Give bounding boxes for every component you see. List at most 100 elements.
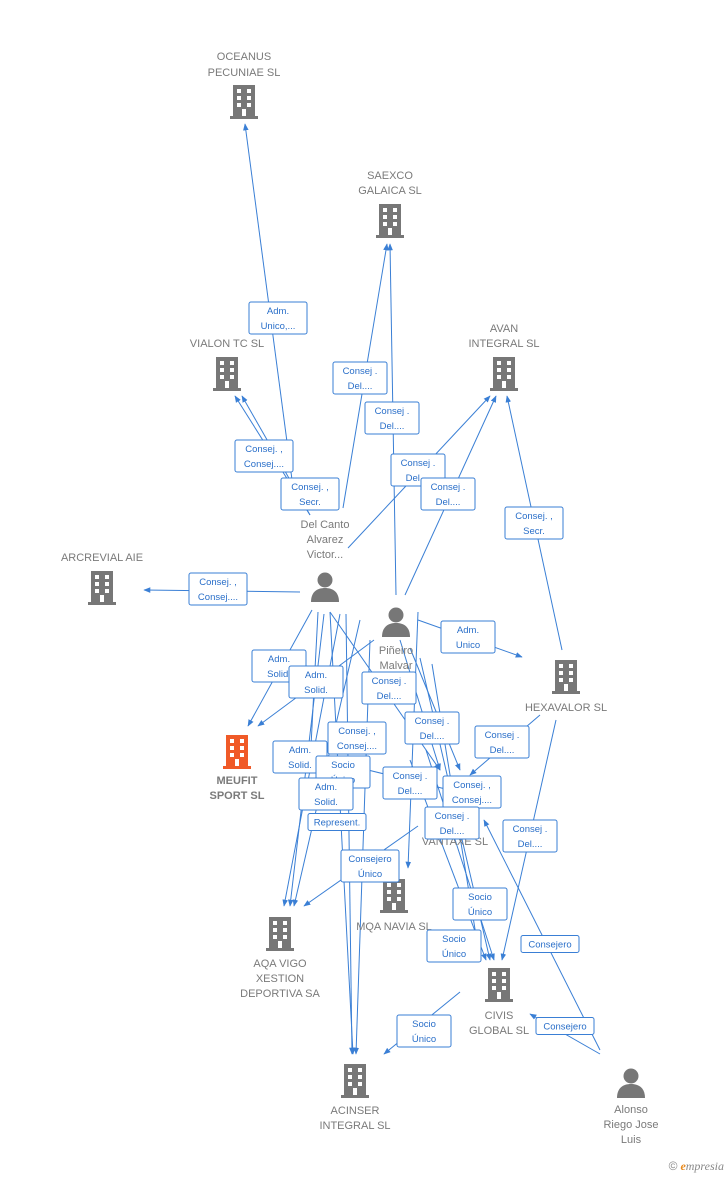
edge-label-box[interactable]: Consej .Del.... — [502, 819, 558, 853]
edge-label-box[interactable]: Adm.Solid. — [298, 777, 354, 811]
edge-label-box[interactable]: Consej .Del.... — [424, 806, 480, 840]
node-label: HEXAVALOR SL — [525, 702, 607, 714]
node-hexavalor[interactable]: HEXAVALOR SL — [525, 660, 607, 714]
edge-13 — [409, 647, 461, 771]
edge-label-text: Consej . — [393, 771, 428, 782]
edge-label-text: Adm. — [267, 306, 289, 317]
edge-label-box[interactable]: Consej .Del.... — [364, 401, 420, 435]
node-label: Alonso — [614, 1104, 648, 1116]
edge-label-box[interactable]: Consej . Del.... — [382, 766, 438, 800]
edge-label-box[interactable]: Consej .Del.... — [404, 711, 460, 745]
node-label: Piñeiro — [379, 645, 413, 657]
edge-label-text: Secr. — [523, 526, 545, 537]
edge-label-text: Consej. , — [515, 511, 553, 522]
node-label: VIALON TC SL — [190, 338, 264, 350]
edge-label-box[interactable]: Consej .Del.... — [361, 671, 417, 705]
node-label: INTEGRAL SL — [319, 1120, 390, 1132]
edge-label-text: Consejero — [348, 854, 391, 865]
node-label: MEUFIT — [217, 775, 258, 787]
edge-label-text: Consej. , — [338, 726, 376, 737]
edge-label-text: Único — [358, 869, 382, 880]
empresia-brand[interactable]: © empresia — [669, 1159, 724, 1174]
edge-label-text: Adm. — [289, 745, 311, 756]
edge-32 — [353, 639, 371, 1055]
node-label: GLOBAL SL — [469, 1025, 529, 1037]
edge-label-text: Consej. , — [291, 482, 329, 493]
edge-label-box[interactable]: Consej. , Consej.... — [327, 721, 387, 755]
node-label: Alvarez — [307, 534, 344, 546]
node-label: CIVIS — [485, 1010, 514, 1022]
edge-label-box[interactable]: Consej. ,Consej.... — [188, 572, 248, 606]
edge-label-text: Represent. — [314, 818, 360, 829]
edge-label-box[interactable]: Consej .Del.... — [474, 725, 530, 759]
edge-label-text: Adm. — [268, 654, 290, 665]
edge-label-box[interactable]: Consejero — [520, 935, 580, 953]
building-icon — [213, 357, 241, 391]
edge-label-box[interactable]: Consej. ,Consej.... — [234, 439, 294, 473]
edge-label-text: Del.... — [348, 381, 373, 392]
edge-label-box[interactable]: Adm. Unico — [440, 620, 496, 654]
node-label: SAEXCO — [367, 170, 413, 182]
edge-12 — [399, 639, 441, 771]
edge-label-box[interactable]: Consej. , Secr. — [504, 506, 564, 540]
node-label: XESTION — [256, 973, 304, 985]
building-icon — [223, 735, 251, 769]
edge-label-text: Adm. — [315, 782, 337, 793]
node-mqa[interactable]: MQA NAVIA SL — [356, 879, 432, 933]
node-arcrevial[interactable]: ARCREVIAL AIE — [61, 552, 143, 605]
building-icon — [380, 879, 408, 913]
edge-label-box[interactable]: Adm.Solid. — [288, 665, 344, 699]
node-meufit[interactable]: MEUFIT SPORT SL — [209, 735, 265, 802]
person-icon — [617, 1068, 645, 1098]
node-label: SPORT SL — [209, 790, 264, 802]
edge-label-text: Solid. — [288, 760, 312, 771]
copyright-symbol: © — [668, 1159, 678, 1173]
edge-label-text: Consej. , — [453, 780, 491, 791]
edge-label-text: Solid. — [267, 669, 291, 680]
edge-label-box[interactable]: Consej .Del.... — [420, 477, 476, 511]
edge-label-text: Consej . — [343, 366, 378, 377]
edge-label-text: Consej. , — [199, 577, 237, 588]
node-vialon[interactable]: VIALON TC SL — [190, 338, 264, 391]
edge-label-box[interactable]: Consejero — [535, 1017, 595, 1035]
edge-label-text: Adm. — [457, 625, 479, 636]
edge-label-text: Adm. — [305, 670, 327, 681]
edge-label-text: Consejero — [528, 940, 571, 951]
edge-label-text: Unico — [456, 640, 480, 651]
node-label: AVAN — [490, 323, 518, 335]
edge-label-text: Único — [412, 1034, 436, 1045]
edge-label-box[interactable]: Adm.Unico,... — [248, 301, 308, 335]
edge-label-text: Consej . — [435, 811, 470, 822]
building-icon — [266, 917, 294, 951]
edge-label-box[interactable]: Consej. ,Consej.... — [442, 775, 502, 809]
building-icon — [230, 85, 258, 119]
node-civis[interactable]: CIVIS GLOBAL SL — [469, 968, 529, 1037]
edge-label-text: Del.... — [420, 731, 445, 742]
node-label: OCEANUS — [217, 51, 271, 63]
edge-label-text: Socio — [468, 892, 492, 903]
edge-label-text: Consej . — [372, 676, 407, 687]
edge-label-box[interactable]: Represent. — [307, 813, 367, 831]
edge-label-text: Consej.... — [244, 459, 284, 470]
node-label: Malvar — [379, 660, 412, 672]
edge-label-text: Del.... — [398, 786, 423, 797]
edge-label-text: Consej.... — [337, 741, 377, 752]
node-delcanto[interactable]: Del CantoAlvarezVictor... — [301, 519, 350, 602]
building-icon — [376, 204, 404, 238]
node-label: Victor... — [307, 549, 343, 561]
edge-label-text: Del.... — [406, 473, 431, 484]
edge-label-box[interactable]: Consej . Del.... — [332, 361, 388, 395]
edge-label-box[interactable]: Consej. ,Secr. — [280, 477, 340, 511]
edge-label-text: Único — [442, 949, 466, 960]
